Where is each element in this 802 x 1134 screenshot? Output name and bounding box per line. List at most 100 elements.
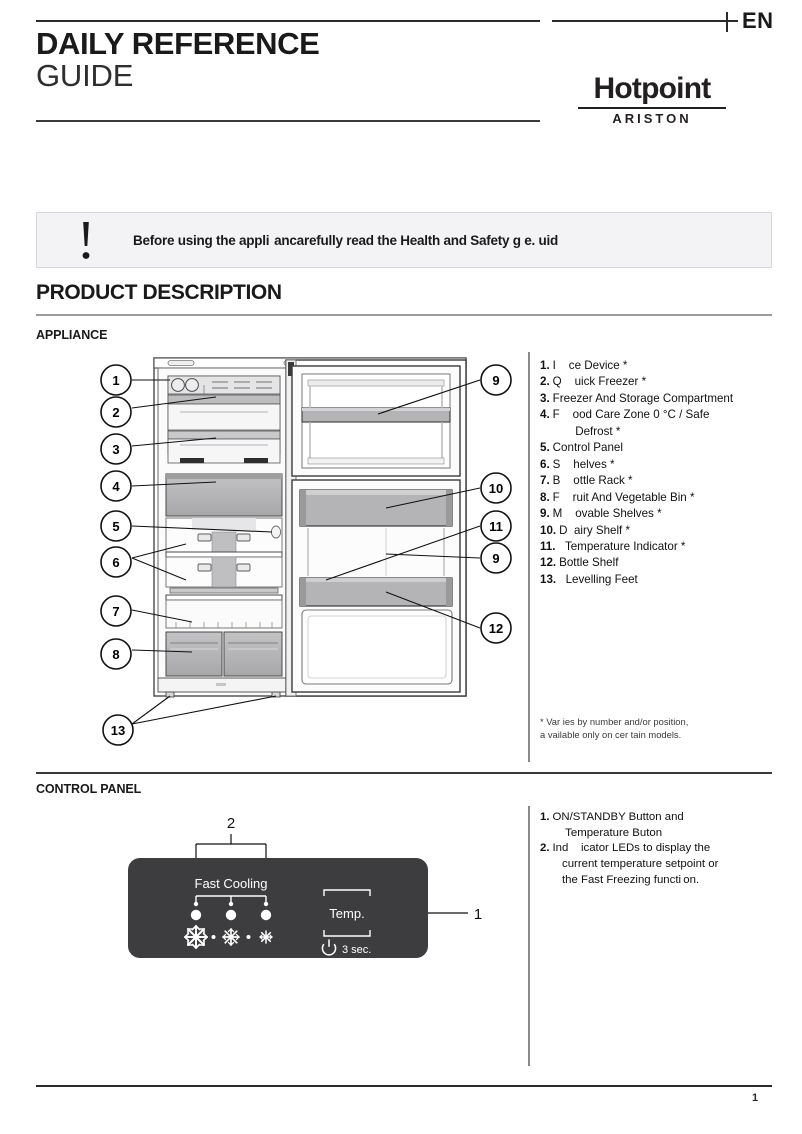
appliance-legend-item-number: 9.	[540, 507, 550, 521]
control-panel-legend-list: 1.ON/STANDBY Button and Temperature Buto…	[540, 810, 785, 889]
control-panel-body	[128, 858, 428, 958]
footer-rule	[36, 1085, 772, 1087]
header-rule-right	[552, 20, 738, 22]
svg-text:9: 9	[492, 373, 499, 388]
svg-text:1: 1	[112, 373, 119, 388]
appliance-legend-item-label: I ce Device *	[552, 359, 628, 372]
control-legend-item-number: 2.	[540, 842, 550, 855]
appliance-legend-item-label: M ovable Shelves *	[552, 507, 662, 521]
control-legend-item: 1.ON/STANDBY Button and Temperature Buto…	[540, 810, 785, 841]
callout-6: 6	[100, 546, 132, 578]
control-column-divider	[528, 806, 530, 1066]
appliance-legend-item-label: Temperature Indicator *	[558, 539, 686, 553]
appliance-legend-item: 4.F ood Care Zone 0 °C / Safe Defrost *	[540, 407, 785, 440]
callout-12: 12	[480, 612, 512, 644]
appliance-legend-item: 6.S helves *	[540, 457, 785, 473]
callout-9-bottom: 9	[480, 542, 512, 574]
svg-text:7: 7	[112, 604, 119, 619]
safety-warning-text: Before using the appli ancarefully read …	[133, 233, 559, 248]
appliance-legend-item: 2.Q uick Freezer *	[540, 374, 785, 390]
led-indicator-3	[260, 909, 272, 921]
appliance-legend-item-label: S helves *	[552, 457, 615, 471]
appliance-legend-item: 13. Levelling Feet	[540, 572, 785, 588]
appliance-legend-item-number: 6.	[540, 457, 550, 471]
safety-warning-banner	[36, 212, 772, 268]
brand-subtitle: ARISTON	[612, 111, 692, 126]
appliance-legend-list: 1.I ce Device *2.Q uick Freezer *3.Freez…	[540, 358, 785, 588]
brand-divider	[578, 107, 726, 109]
callout-11: 11	[480, 510, 512, 542]
fast-cooling-label: Fast Cooling	[195, 876, 268, 891]
snowflake-small-icon	[259, 930, 273, 944]
appliance-legend-item-label: Freezer And Storage Compartment	[552, 391, 734, 405]
page-title-line1: DAILY REFERENCE	[36, 26, 320, 61]
callout-13: 13	[102, 714, 134, 746]
control-callout-2-label: 2	[227, 815, 235, 832]
callout-9-top: 9	[480, 364, 512, 396]
header-rule-tick	[726, 12, 728, 32]
callout-5: 5	[100, 510, 132, 542]
appliance-legend-item-label: F ood Care Zone 0 °C / Safe Defrost *	[552, 408, 710, 438]
control-panel-diagram: 2 Fast Cooling	[126, 812, 506, 972]
appliance-column-divider	[528, 352, 530, 762]
page-title-line2: GUIDE	[36, 57, 134, 93]
svg-text:4: 4	[112, 479, 120, 494]
appliance-legend-item-number: 4.	[540, 408, 550, 422]
temp-button-label: Temp.	[329, 906, 364, 921]
snowflake-large-icon	[184, 925, 208, 949]
control-legend-item: 2.Ind icator LEDs to display the current…	[540, 841, 785, 888]
brand-name: Hotpoint	[593, 72, 712, 105]
callout-7: 7	[100, 595, 132, 627]
callout-8: 8	[100, 638, 132, 670]
led-indicator-1	[190, 909, 202, 921]
svg-text:12: 12	[489, 621, 503, 636]
svg-text:2: 2	[112, 405, 119, 420]
appliance-legend-item: 1.I ce Device *	[540, 358, 785, 374]
appliance-legend-item-number: 11.	[540, 539, 556, 553]
control-legend-item-label: ON/STANDBY Button and Temperature Buton	[552, 811, 684, 839]
appliance-legend-item-number: 8.	[540, 490, 550, 504]
appliance-legend-item: 3.Freezer And Storage Compartment	[540, 391, 785, 407]
appliance-diagram: 1 2 3 4 5 6 7 8 13 9 10 11 9 12	[96, 352, 516, 762]
appliance-legend-item: 10.D airy Shelf *	[540, 523, 785, 539]
appliance-legend-item-number: 1.	[540, 359, 550, 372]
appliance-legend-item-label: Control Panel	[552, 441, 623, 455]
separator-dot-2	[246, 935, 251, 939]
header-rule-left	[36, 20, 540, 22]
separator-dot-1	[211, 935, 216, 939]
appliance-legend-item-number: 3.	[540, 391, 550, 405]
appliance-legend-item-number: 13.	[540, 572, 557, 586]
temp-button-brackets	[323, 889, 371, 937]
callout-10: 10	[480, 472, 512, 504]
appliance-legend-item-number: 10.	[540, 523, 557, 537]
appliance-legend-item: 9.M ovable Shelves *	[540, 506, 785, 522]
appliance-legend-item-label: F ruit And Vegetable Bin *	[552, 490, 695, 504]
subsection-heading-appliance: APPLIANCE	[36, 328, 108, 342]
appliance-legend-item-label: Levelling Feet	[559, 572, 638, 586]
appliance-legend-item: 5.Control Panel	[540, 440, 785, 456]
exclamation-icon	[78, 222, 94, 260]
page-title: DAILY REFERENCE GUIDE	[36, 26, 320, 93]
power-icon	[321, 939, 337, 956]
power-hold-label: 3 sec.	[342, 944, 371, 956]
appliance-legend-item-label: Q uick Freezer *	[552, 375, 647, 389]
language-code: EN	[742, 8, 774, 33]
callout-3: 3	[100, 433, 132, 465]
appliance-legend-item-label: D airy Shelf *	[559, 523, 631, 537]
callout-4: 4	[100, 470, 132, 502]
callout-2: 2	[100, 396, 132, 428]
svg-text:6: 6	[112, 555, 119, 570]
appliance-legend-item-number: 12.	[540, 556, 557, 570]
svg-text:5: 5	[112, 519, 119, 534]
page-number: 1	[752, 1092, 759, 1104]
snowflake-medium-icon	[222, 928, 240, 946]
appliance-legend-item: 8.F ruit And Vegetable Bin *	[540, 490, 785, 506]
control-legend-item-label: Ind icator LEDs to display the current t…	[552, 842, 719, 886]
appliance-legend-item-number: 5.	[540, 441, 550, 455]
svg-text:13: 13	[111, 723, 125, 738]
control-legend-item-number: 1.	[540, 811, 550, 823]
callout-1: 1	[100, 364, 132, 396]
section-heading-product-description: PRODUCT DESCRIPTION	[36, 281, 282, 304]
section-rule-control	[36, 772, 772, 774]
title-underline	[36, 120, 540, 122]
